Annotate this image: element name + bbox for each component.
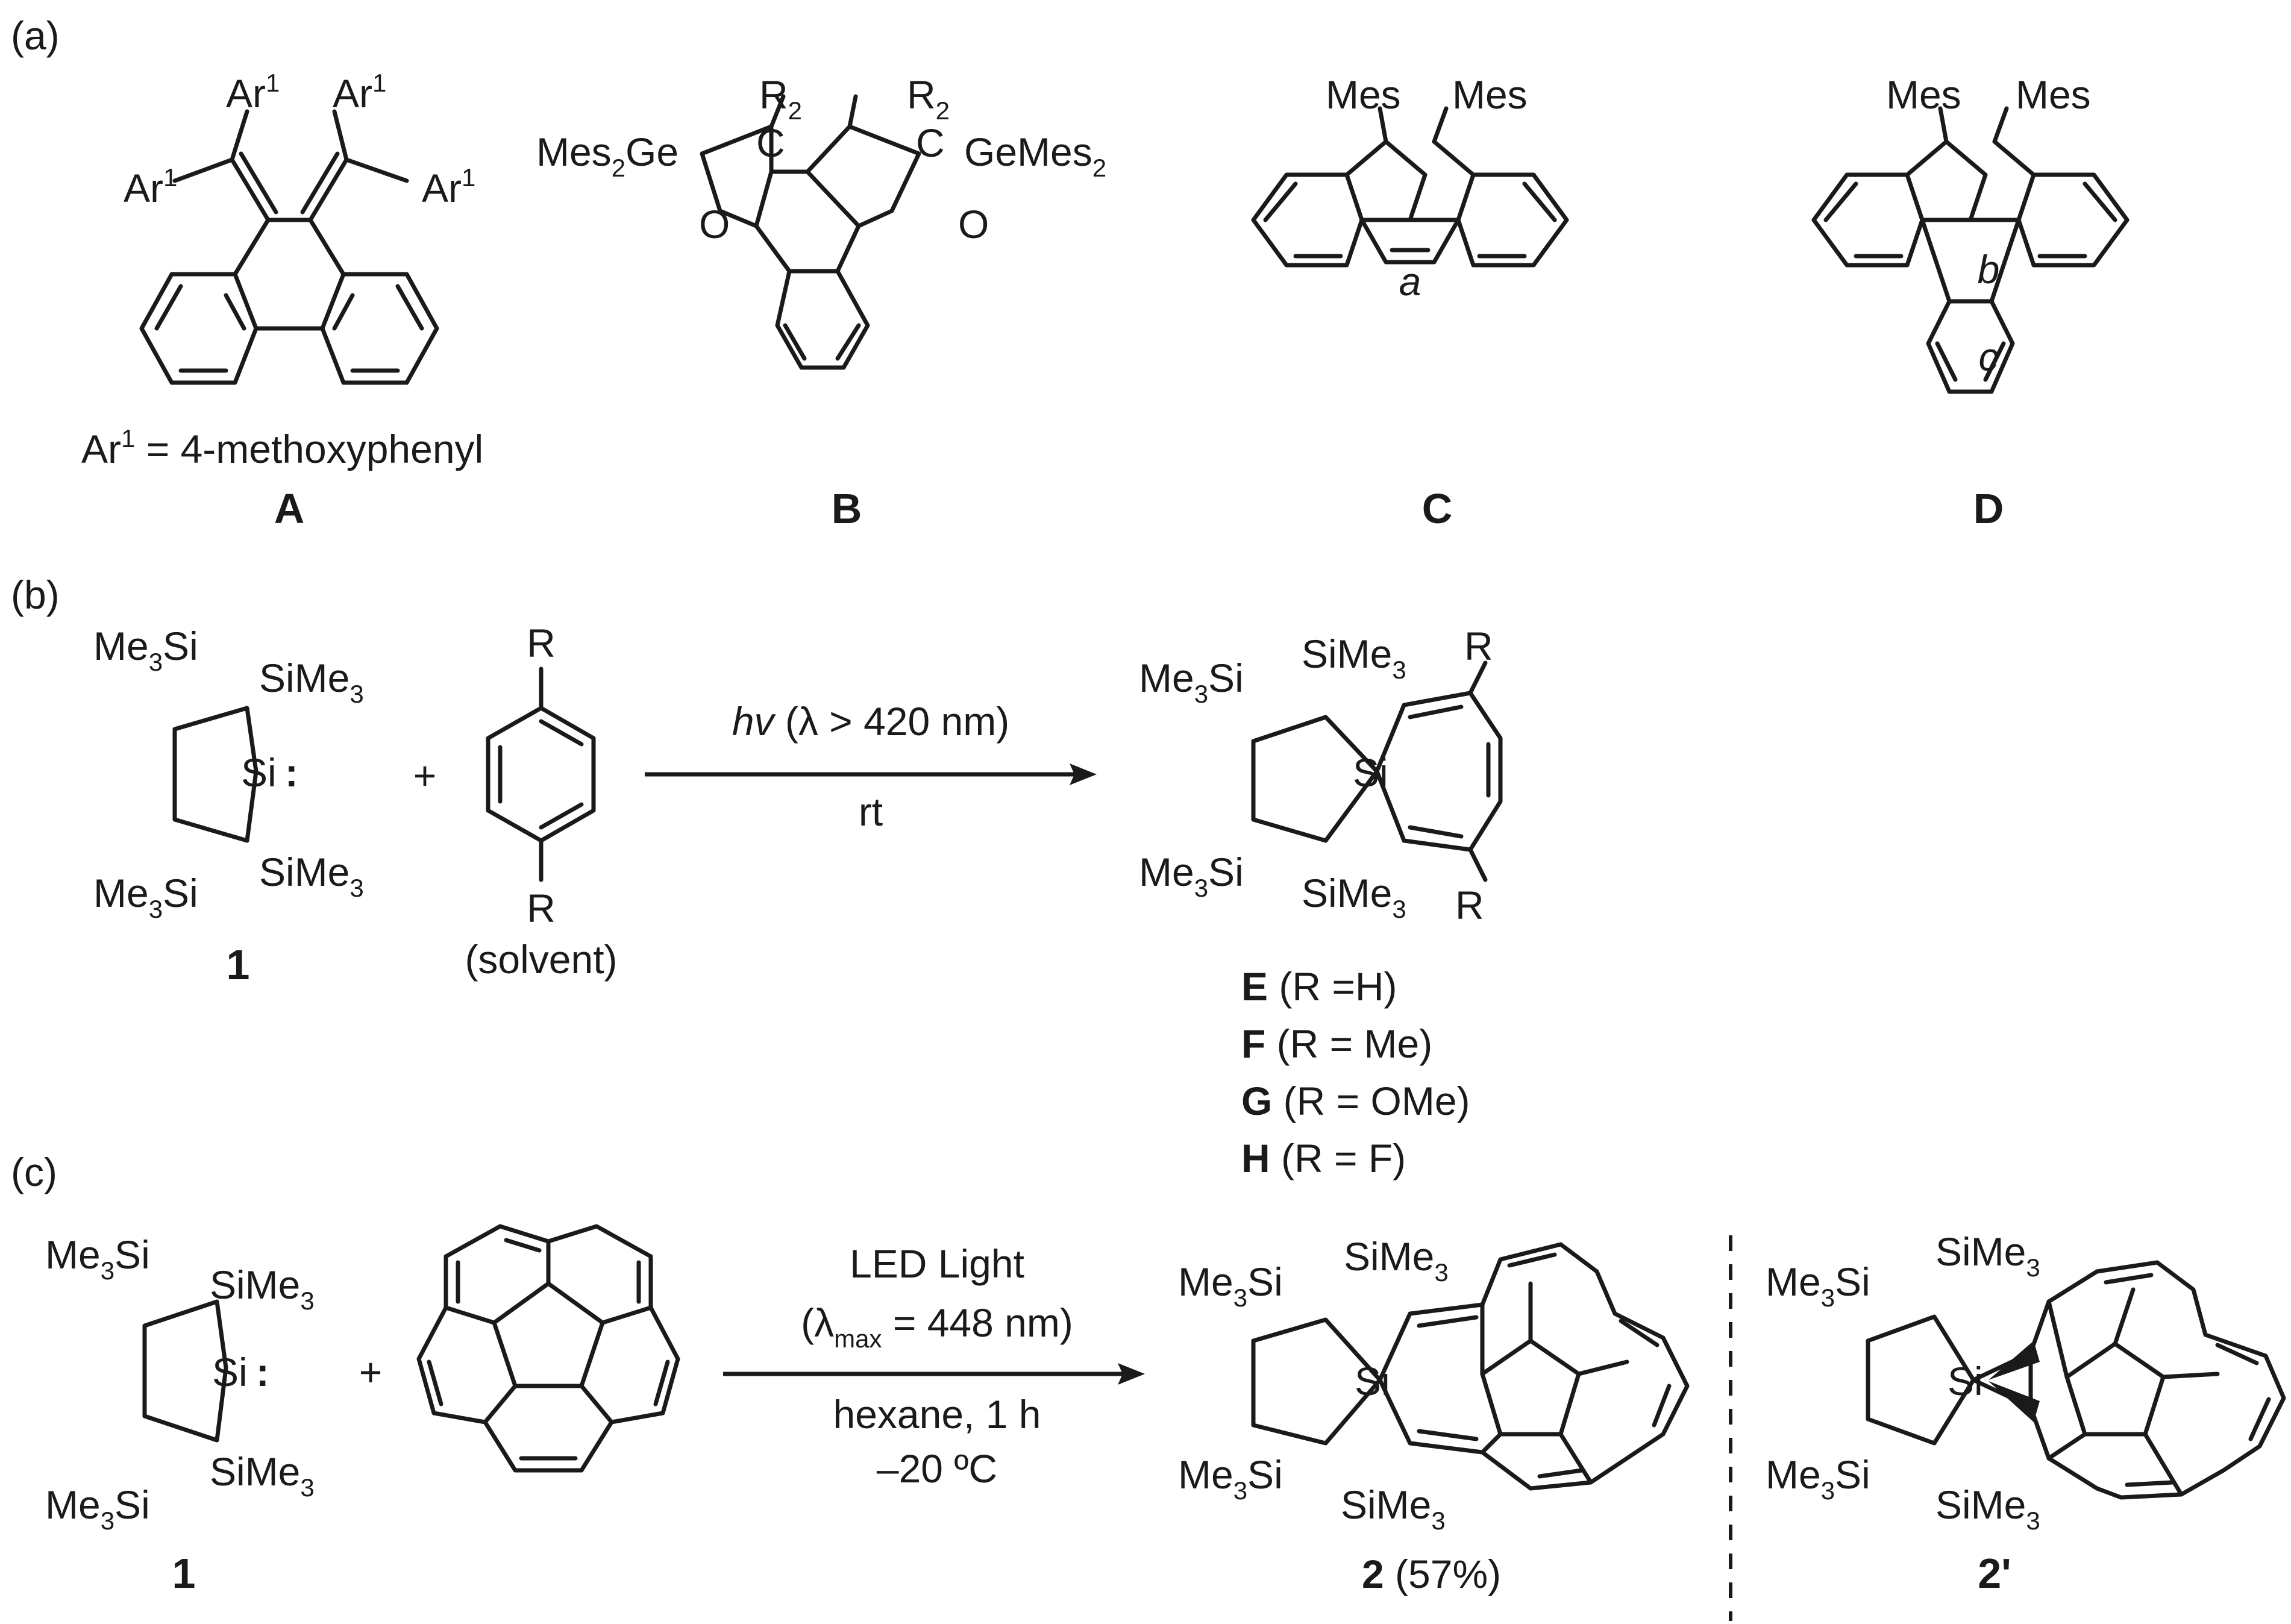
- reaction-c-corannulene-structure: [416, 1224, 680, 1473]
- reaction-c-condition-wavelength: (λmax = 448 nm): [801, 1300, 1073, 1353]
- panel-label-a: (a): [11, 13, 60, 58]
- reaction-c-me3si-bottom: Me3Si: [45, 1482, 150, 1535]
- reaction-b-arene-structure: [486, 666, 596, 882]
- product-item-h: H (R = F): [1241, 1136, 1406, 1180]
- reaction-c-arrow: [723, 1363, 1145, 1385]
- compound-b-r2-left: R2: [759, 72, 802, 125]
- compound-a-label: A: [274, 485, 305, 532]
- compound-d-mes-left: Mes: [1886, 72, 1961, 117]
- reaction-b-plus: +: [413, 753, 437, 798]
- reaction-b-me3si-bottom: Me3Si: [93, 871, 198, 923]
- reaction-c-product-sime3-top: SiMe3: [1344, 1234, 1449, 1287]
- reaction-b-silylene-structure: [172, 706, 259, 843]
- product-item-g: G (R = OMe): [1241, 1079, 1470, 1123]
- compound-b-c-left: C: [756, 121, 785, 165]
- reaction-b-product-me3si-bottom: Me3Si: [1139, 850, 1244, 902]
- compound-d-ring-c: c: [1979, 334, 1999, 379]
- compound-c-structure: [1251, 106, 1569, 268]
- product-item-e: E (R =H): [1241, 964, 1397, 1009]
- reaction-b-product-me3si-top: Me3Si: [1139, 656, 1244, 708]
- compound-a-ar1-right: Ar1: [422, 163, 475, 210]
- reaction-c-product-si: Si: [1355, 1359, 1390, 1403]
- compound-c-ring-a: a: [1399, 259, 1421, 304]
- reaction-c-2prime-si: Si: [1948, 1359, 1983, 1403]
- reaction-c-2prime-me3si-top: Me3Si: [1766, 1259, 1870, 1312]
- compound-a-definition: Ar1 = 4-methoxyphenyl: [81, 424, 483, 471]
- reaction-c-product-me3si-bottom: Me3Si: [1178, 1452, 1283, 1505]
- reaction-c-sime3-top: SiMe3: [210, 1262, 315, 1315]
- reaction-c-me3si-top: Me3Si: [45, 1232, 150, 1285]
- product-item-f: F (R = Me): [1241, 1021, 1432, 1066]
- reaction-b-condition-rt: rt: [859, 789, 883, 834]
- reaction-c-condition-temperature: –20 ºC: [877, 1446, 997, 1491]
- reaction-c-reagent-label: 1: [172, 1550, 196, 1597]
- reaction-b-product-list: E (R =H) F (R = Me) G (R = OMe) H (R = F…: [1241, 964, 1470, 1180]
- panel-label-b: (b): [11, 572, 60, 617]
- reaction-b-me3si-top: Me3Si: [93, 624, 198, 676]
- compound-b-gemes2-right: GeMes2: [964, 130, 1106, 182]
- reaction-b-product-structure: [1251, 660, 1503, 882]
- reaction-b-product-sime3-top: SiMe3: [1302, 632, 1406, 684]
- reaction-c-product-2-label: 2 (57%): [1362, 1552, 1501, 1596]
- compound-b-c-right: C: [916, 121, 945, 165]
- panel-label-c: (c): [11, 1150, 57, 1194]
- reaction-b-arene-r-top: R: [527, 621, 556, 665]
- compound-b-r2-right: R2: [907, 72, 950, 125]
- compound-a-ar1-topright: Ar1: [333, 69, 386, 116]
- compound-a-ar1-topleft: Ar1: [226, 69, 280, 116]
- reaction-c-plus: +: [359, 1350, 383, 1394]
- reaction-c-product-2prime-label: 2': [1978, 1550, 2011, 1597]
- reaction-c-sime3-bottom: SiMe3: [210, 1449, 315, 1502]
- compound-a-ar1-left: Ar1: [124, 163, 177, 210]
- compound-b-label: B: [832, 485, 862, 532]
- reaction-c-product-me3si-top: Me3Si: [1178, 1259, 1283, 1312]
- compound-d-structure: [1811, 106, 2130, 394]
- compound-b-o-right: O: [958, 202, 989, 246]
- reaction-c-2prime-me3si-bottom: Me3Si: [1766, 1452, 1870, 1505]
- reaction-c-product-2-structure: [1251, 1242, 1690, 1491]
- compound-d-label: D: [1973, 485, 2004, 532]
- compound-c-mes-left: Mes: [1326, 72, 1401, 117]
- reaction-c-product-sime3-bottom: SiMe3: [1341, 1482, 1446, 1535]
- compound-d-ring-b: b: [1978, 247, 2000, 292]
- compound-d-mes-right: Mes: [2016, 72, 2091, 117]
- compound-c-mes-right: Mes: [1452, 72, 1528, 117]
- reaction-b-reagent-label: 1: [227, 941, 250, 988]
- compound-a-structure: [139, 109, 439, 385]
- reaction-c-condition-light: LED Light: [850, 1241, 1024, 1286]
- reaction-b-product-r-bottom: R: [1455, 883, 1484, 927]
- reaction-c-2prime-sime3-bottom: SiMe3: [1935, 1482, 2040, 1535]
- reaction-b-silylene-si: Si:: [241, 750, 298, 795]
- reaction-c-silylene-structure: [142, 1299, 228, 1443]
- reaction-b-product-r-top: R: [1464, 624, 1493, 668]
- reaction-b-solvent: (solvent): [465, 937, 617, 982]
- reaction-c-condition-solvent: hexane, 1 h: [833, 1392, 1041, 1437]
- reaction-b-arrow: [645, 763, 1097, 785]
- reaction-c-2prime-sime3-top: SiMe3: [1935, 1229, 2040, 1282]
- reaction-b-condition-hv: hv (λ > 420 nm): [732, 699, 1009, 744]
- reaction-b-product-sime3-bottom: SiMe3: [1302, 871, 1406, 923]
- reaction-b-sime3-bottom: SiMe3: [259, 850, 364, 902]
- compound-b-gemes2-left: Mes2Ge: [536, 130, 679, 182]
- reaction-b-arene-r-bottom: R: [527, 886, 556, 930]
- reaction-c-product-2prime-structure: [1866, 1260, 2286, 1500]
- reaction-b-product-si: Si: [1353, 750, 1388, 795]
- reaction-c-silylene-si: Si:: [212, 1350, 269, 1394]
- compound-b-structure: [700, 94, 921, 370]
- compound-b-o-left: O: [699, 202, 730, 246]
- compound-c-label: C: [1422, 485, 1453, 532]
- reaction-b-sime3-top: SiMe3: [259, 656, 364, 708]
